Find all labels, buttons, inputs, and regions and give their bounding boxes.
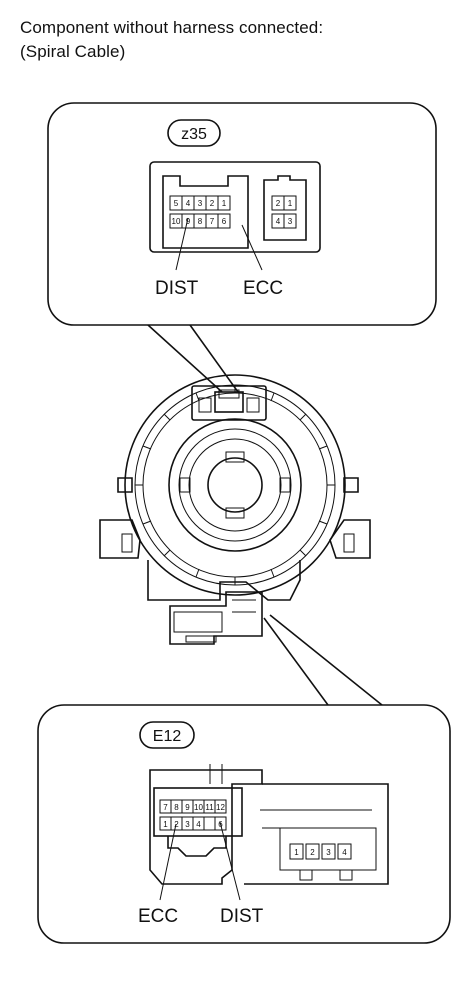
aux-pin-grid (271, 195, 297, 229)
pin-label: 1 (163, 820, 168, 829)
pin-label: 1 (222, 199, 227, 208)
aux-pin-block (263, 175, 307, 241)
pin-label: 6 (222, 217, 227, 226)
pin-label: 4 (276, 217, 281, 226)
pin-label: 7 (210, 217, 215, 226)
connector-latch (167, 836, 227, 857)
connector-housing (149, 161, 321, 253)
callout-pointer-top (189, 324, 239, 393)
pin-label: 4 (196, 820, 201, 829)
callout-pointer-bottom (263, 617, 329, 706)
leader-line-dist (219, 821, 241, 901)
callout-pointer-bottom (269, 614, 383, 706)
pin-label: 2 (174, 820, 179, 829)
pin-label: 8 (174, 803, 179, 812)
connector-code-badge (139, 721, 195, 749)
callout-frame (37, 704, 451, 944)
label-ecc: ECC (243, 278, 283, 299)
connector-housing-extension (244, 783, 389, 885)
pin-label: 3 (326, 848, 331, 857)
pin-label: 9 (185, 803, 190, 812)
connector-code-e12: E12 (153, 728, 182, 745)
main-pin-grid (169, 195, 231, 229)
pin-label: 1 (294, 848, 299, 857)
pin-label: 1 (288, 199, 293, 208)
label-dist: DIST (155, 278, 199, 299)
pin-label: 2 (310, 848, 315, 857)
main-pin-grid (159, 799, 227, 831)
callout-z35: z35 5 4 3 2 1 10 9 8 7 6 2 1 4 (47, 102, 437, 326)
pin-label: 12 (216, 803, 225, 812)
label-dist: DIST (220, 906, 264, 927)
aux-pin-grid (289, 843, 352, 860)
connector-code-badge (167, 119, 221, 147)
callout-pointer-top (147, 324, 223, 393)
main-pin-block (162, 175, 249, 249)
leader-line-ecc (241, 224, 263, 271)
pin-label: 4 (186, 199, 191, 208)
spiral-cable-body (99, 374, 371, 645)
diagram-title: Component without harness connected: (20, 18, 324, 37)
label-ecc: ECC (138, 906, 178, 927)
connector-housing (149, 769, 263, 885)
pin-label: 2 (210, 199, 215, 208)
pin-label: 8 (198, 217, 203, 226)
pin-label: 2 (276, 199, 281, 208)
callout-e12: E12 7 8 9 10 11 12 1 2 3 4 6 (37, 704, 451, 944)
pin-label: 3 (288, 217, 293, 226)
pin-label: 3 (198, 199, 203, 208)
pin-label: 10 (172, 217, 181, 226)
pin-label: 9 (186, 217, 191, 226)
pin-label: 7 (163, 803, 168, 812)
leader-line-dist (175, 217, 189, 271)
main-pin-block (153, 787, 243, 837)
pin-label: 10 (194, 803, 203, 812)
pin-label: 11 (205, 803, 214, 812)
pin-label: 4 (342, 848, 347, 857)
connector-code-z35: z35 (181, 126, 207, 143)
pin-label: 3 (185, 820, 190, 829)
diagram-subtitle: (Spiral Cable) (20, 42, 126, 61)
leader-line-ecc (159, 823, 177, 901)
pin-label: 5 (174, 199, 179, 208)
callout-frame (47, 102, 437, 326)
